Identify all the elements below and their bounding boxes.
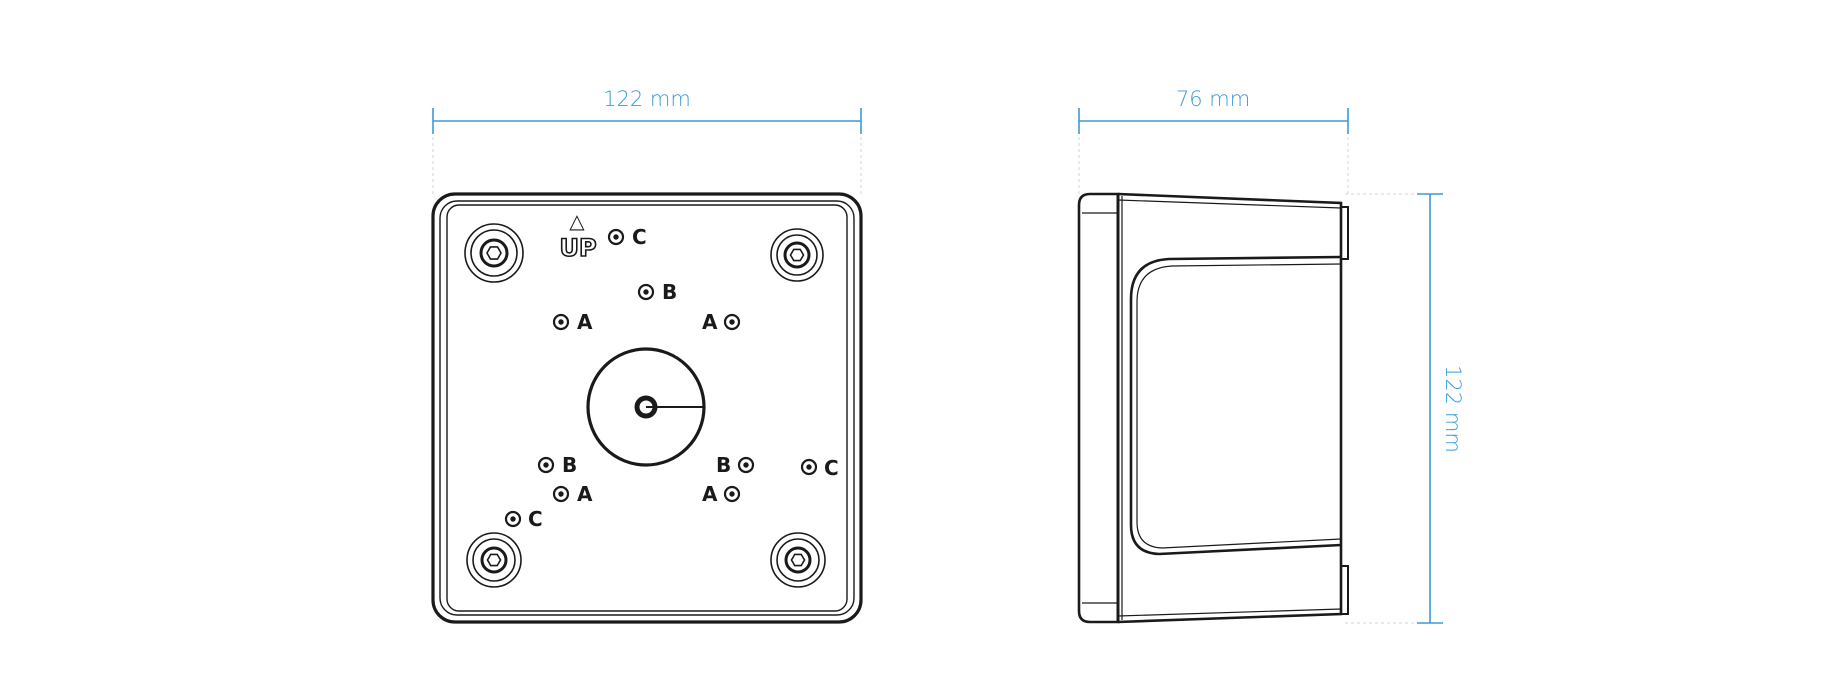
side-body-bottom-inner — [1117, 608, 1342, 617]
hole-label-a-upper-left: A — [577, 310, 593, 334]
side-height-dimension — [1417, 193, 1443, 624]
side-depth-label: 76 mm — [1176, 87, 1250, 111]
hole-labels: C B A A B B C A A C — [528, 225, 839, 531]
hole-a-lower-right — [723, 485, 741, 503]
side-recess-outer — [1129, 255, 1342, 556]
front-view — [431, 192, 863, 624]
front-width-label: 122 mm — [603, 87, 691, 111]
hole-c-top — [607, 228, 625, 246]
hole-label-a-lower-left: A — [577, 482, 593, 506]
side-rear-tab-top — [1340, 206, 1349, 260]
side-height-label: 122 mm — [1441, 365, 1465, 453]
hole-a-upper-left — [552, 313, 570, 331]
side-body-outline — [1117, 192, 1343, 624]
hole-a-upper-right — [723, 313, 741, 331]
dimension-guides — [432, 125, 1430, 624]
screw-bottom-left — [466, 532, 522, 588]
side-lid — [1077, 192, 1120, 624]
hole-label-b-lower-left: B — [562, 453, 577, 477]
hole-label-c-right: C — [824, 456, 839, 480]
up-arrow-icon: △ — [569, 209, 585, 233]
hole-b-lower-right — [737, 456, 755, 474]
up-text: UP — [559, 234, 596, 262]
hole-c-right — [800, 458, 818, 476]
cable-entry-center — [634, 395, 658, 419]
hole-label-a-upper-right: A — [702, 310, 718, 334]
hole-a-lower-left — [552, 485, 570, 503]
hole-label-a-lower-right: A — [702, 482, 718, 506]
front-outer-outline — [431, 192, 863, 624]
side-rear-tab-bottom — [1340, 565, 1349, 615]
side-recess-inner — [1136, 263, 1342, 549]
mounting-holes — [504, 228, 818, 528]
hole-label-c-bottom-left: C — [528, 507, 543, 531]
front-face-panel — [446, 204, 848, 612]
hole-label-b-lower-right: B — [716, 453, 731, 477]
up-marking: △ UP — [559, 209, 598, 263]
front-width-dimension — [432, 108, 862, 134]
hole-c-bottom-left — [504, 510, 522, 528]
side-view — [1077, 192, 1349, 624]
screw-top-right — [770, 228, 824, 282]
side-depth-dimension — [1078, 108, 1349, 134]
cable-entry — [586, 347, 706, 467]
screw-top-left — [464, 223, 524, 283]
hole-b-top — [637, 283, 655, 301]
side-body-top-inner — [1117, 199, 1342, 209]
hole-b-lower-left — [537, 456, 555, 474]
hole-label-b-top: B — [662, 280, 677, 304]
screw-bottom-right — [770, 532, 826, 588]
front-outer-inset — [439, 200, 855, 616]
hole-label-c-top: C — [632, 225, 647, 249]
